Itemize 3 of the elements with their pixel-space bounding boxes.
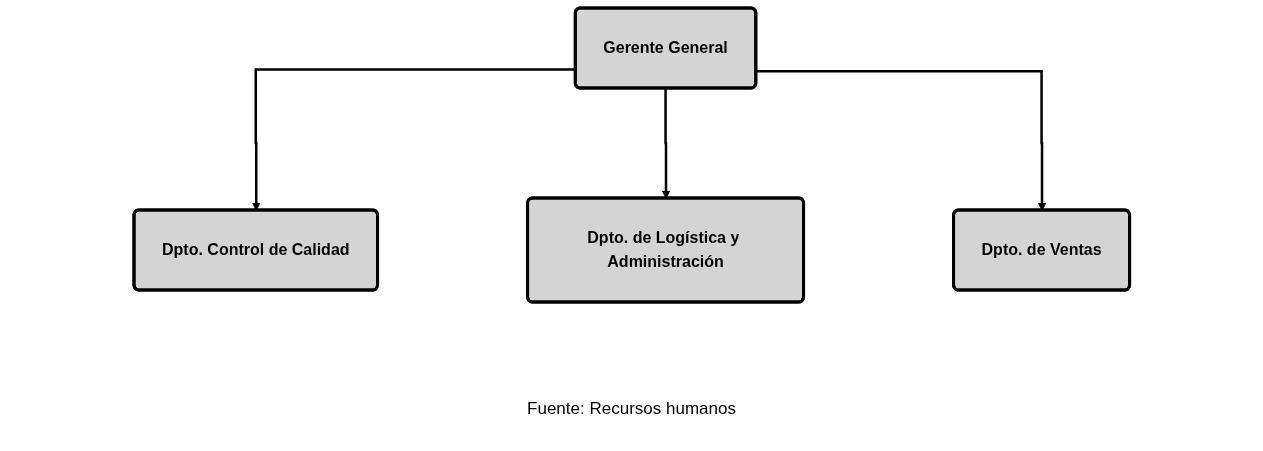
arrow (756, 70, 1047, 211)
arrow (251, 68, 576, 211)
caption: Fuente: Recursos humanos (527, 399, 736, 419)
